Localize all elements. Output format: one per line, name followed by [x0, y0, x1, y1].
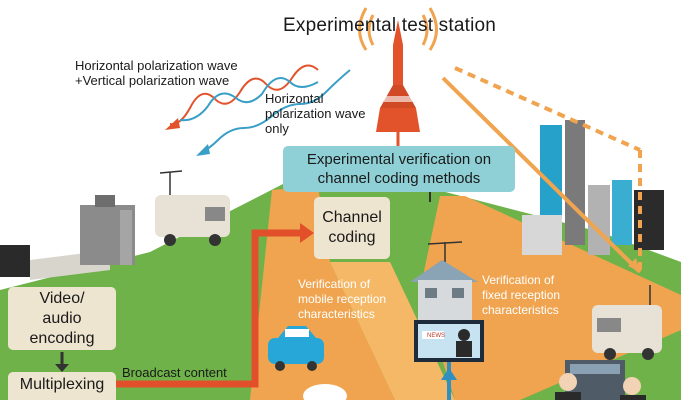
multiplexing-box-line1: Multiplexing [19, 376, 105, 393]
title: Experimental test station [283, 15, 497, 36]
encoding-box-line1: Video/ [39, 289, 85, 307]
van-right-icon [592, 285, 662, 360]
fixed-note-line3: characteristics [482, 303, 559, 317]
horizontal-wave-label-line3: only [265, 121, 289, 136]
left-buildings-icon [0, 195, 135, 280]
fixed-note-line2: fixed reception [482, 288, 561, 302]
right-buildings-icon [522, 120, 664, 255]
horizontal-wave-label-line1: Horizontal [265, 91, 324, 106]
channel-coding-box: Channel coding [314, 197, 390, 259]
broadcast-content-label: Broadcast content [122, 365, 227, 380]
verification-box-line2: channel coding methods [317, 170, 481, 187]
mobile-note-line2: mobile reception [298, 292, 387, 306]
broadcast-content-arrow [116, 229, 305, 388]
fixed-note-line1: Verification of [482, 273, 555, 287]
horizontal-polarization-wave-icon [196, 69, 351, 156]
horizontal-wave-label-line2: polarization wave [265, 106, 366, 121]
mobile-note-line1: Verification of [298, 277, 371, 291]
encoding-box-line2: audio encoding [29, 309, 95, 347]
cloud-icon [303, 384, 347, 400]
mobile-signal-dotted-arrow [454, 66, 641, 152]
fixed-signal-arrow [441, 76, 642, 274]
combined-polarization-wave-icon [165, 64, 319, 130]
verification-box-line1: Experimental verification on [306, 151, 492, 168]
channel-coding-line1: Channel [322, 209, 382, 226]
tower-icon [358, 7, 438, 146]
tv-screen-text: NEWS [427, 333, 445, 339]
combined-wave-label-line2: +Vertical polarization wave [75, 73, 230, 88]
orange-path-center [330, 262, 455, 400]
channel-coding-line2: coding [328, 229, 376, 246]
multiplexing-box: Multiplexing [8, 372, 116, 400]
encoding-box: Video/ audio encoding [8, 287, 116, 350]
operators-icon [555, 360, 646, 400]
combined-wave-label: Horizontal polarization wave +Vertical p… [75, 58, 238, 88]
fixed-reception-note: Verification of fixed reception characte… [482, 273, 560, 318]
horizontal-wave-label: Horizontal polarization wave only [265, 91, 365, 136]
car-icon [268, 326, 324, 371]
tv-icon [414, 320, 484, 400]
combined-wave-label-line1: Horizontal polarization wave [75, 58, 238, 73]
house-icon [410, 241, 478, 320]
verification-box: Experimental verification on channel cod… [283, 146, 515, 192]
van-left-icon [155, 170, 230, 246]
mobile-reception-note: Verification of mobile reception charact… [298, 277, 386, 322]
mobile-note-line3: characteristics [298, 307, 375, 321]
